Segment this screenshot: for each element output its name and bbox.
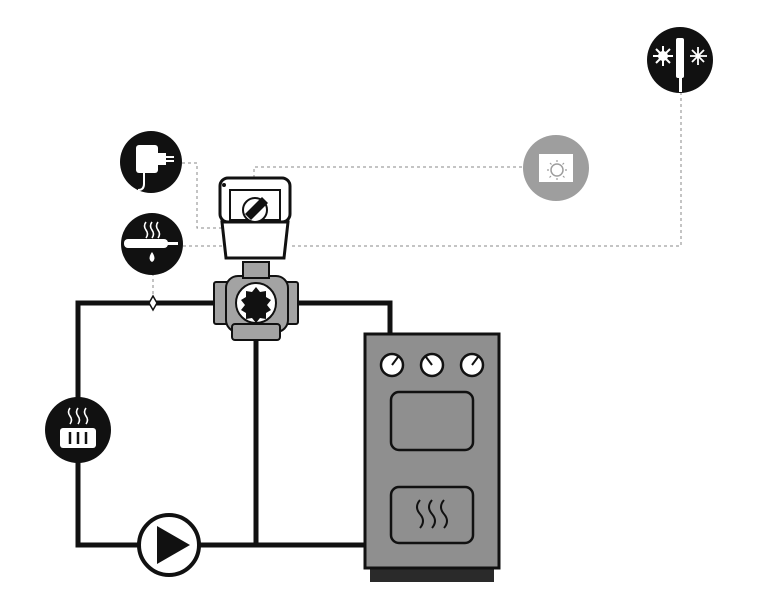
outdoor-sensor-signal-line <box>290 92 682 247</box>
boiler-feed-pipe <box>287 300 393 337</box>
pipe-temperature-sensor-icon <box>121 213 183 275</box>
boiler-dial-middle <box>419 352 445 378</box>
pipe-sensor-clamp <box>148 294 158 312</box>
boiler-dial-left <box>379 352 405 378</box>
valve-actuator-icon <box>218 176 292 260</box>
signal-lines <box>152 92 682 296</box>
boiler-dial-right <box>459 352 485 378</box>
room-thermostat-icon <box>523 135 589 201</box>
room-thermostat-signal-line <box>253 166 522 178</box>
boiler-display-panel <box>389 390 475 452</box>
pipe-network <box>75 300 393 548</box>
three-way-mixing-valve-icon <box>213 261 299 341</box>
power-adapter-icon <box>120 131 182 193</box>
power-adapter-signal-line <box>182 162 222 229</box>
radiator-heat-icon <box>45 397 111 463</box>
circulation-pump-icon <box>137 513 201 577</box>
outdoor-sensor-sun-snow-icon <box>647 27 713 93</box>
boiler-heat-waves <box>416 499 448 529</box>
boiler-icon <box>363 332 501 582</box>
